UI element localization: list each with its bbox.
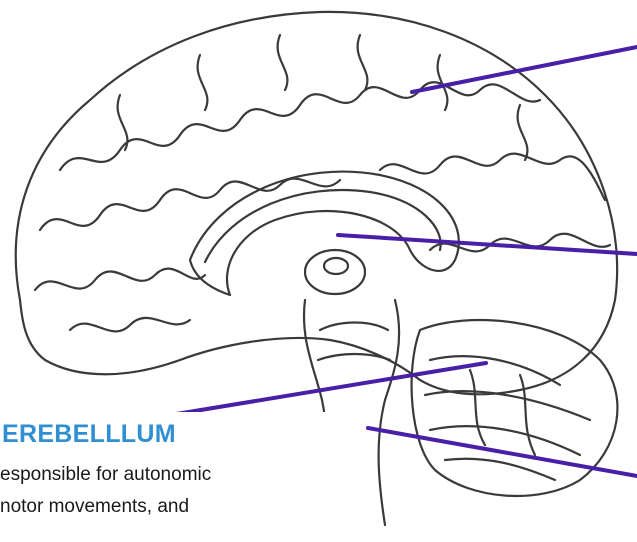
- caption-line-2: notor movements, and: [0, 496, 189, 518]
- thalamus: [305, 250, 365, 294]
- pointer-brainstem: [368, 428, 637, 476]
- pointer-cerebrum: [412, 47, 637, 92]
- caption-line-1: esponsible for autonomic: [0, 464, 211, 486]
- caption-title: EREBELLLUM: [2, 420, 176, 449]
- cerebellum-outline: [412, 320, 618, 496]
- cerebellum-caption: EREBELLLUM esponsible for autonomic noto…: [0, 412, 345, 542]
